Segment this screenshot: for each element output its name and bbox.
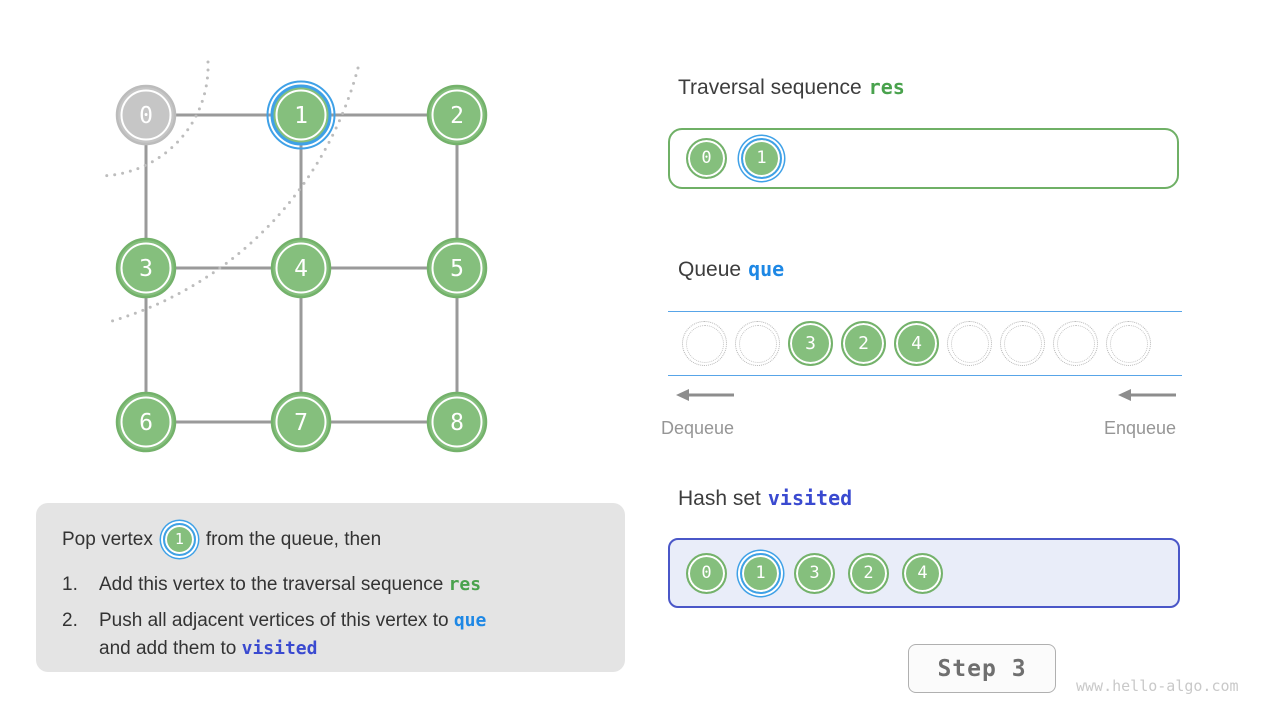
vertex-chip-label: 0 bbox=[701, 148, 712, 168]
code-token-visited: visited bbox=[767, 486, 853, 510]
queue-slot-empty bbox=[1053, 321, 1098, 366]
list-number: 2. bbox=[62, 610, 78, 631]
svg-text:8: 8 bbox=[450, 410, 464, 436]
vertex-chip-label: 3 bbox=[809, 562, 820, 583]
instruction-box: Pop vertex 1 from the queue, then 1. Add… bbox=[36, 503, 625, 672]
watermark: www.hello-algo.com bbox=[1076, 677, 1239, 695]
queue-section-header: Queue que bbox=[678, 257, 784, 282]
svg-text:4: 4 bbox=[294, 256, 308, 282]
queue-slot-empty bbox=[682, 321, 727, 366]
list-number: 1. bbox=[62, 574, 78, 595]
queue-slot-empty bbox=[735, 321, 780, 366]
svg-text:6: 6 bbox=[139, 410, 153, 436]
vertex-chip-4: 4 bbox=[894, 321, 939, 366]
graph-vertex-1: 1 bbox=[266, 80, 336, 150]
bfs-frontier-arc-1 bbox=[98, 60, 210, 178]
instruction-line: Pop vertex 1 from the queue, then bbox=[62, 523, 599, 556]
code-token-que: que bbox=[748, 257, 785, 281]
graph-svg: 0 1 2 3 4 5 6 7 8 bbox=[98, 60, 488, 453]
graph-vertex-7: 7 bbox=[270, 391, 332, 453]
step-button-label: Step 3 bbox=[937, 655, 1027, 682]
visited-section-header: Hash set visited bbox=[678, 486, 852, 511]
queue-strip: 3 2 4 bbox=[668, 311, 1182, 376]
vertex-chip-1: 1 bbox=[740, 552, 781, 594]
vertex-chip-label: 1 bbox=[174, 530, 184, 548]
dequeue-label: Dequeue bbox=[661, 418, 735, 438]
vertex-chip-2: 2 bbox=[841, 321, 886, 366]
svg-text:1: 1 bbox=[294, 103, 308, 129]
svg-text:3: 3 bbox=[139, 256, 153, 282]
queue-slot-empty bbox=[947, 321, 992, 366]
vertex-chip-label: 1 bbox=[756, 148, 767, 168]
vertex-chip-2: 2 bbox=[848, 552, 889, 594]
vertex-chip-label: 4 bbox=[917, 562, 928, 583]
instruction-text: Add this vertex to the traversal sequenc… bbox=[99, 574, 449, 595]
vertex-chip-label: 4 bbox=[911, 332, 922, 354]
visited-section-title: Hash set bbox=[678, 487, 761, 510]
queue-slot-empty bbox=[1000, 321, 1045, 366]
instruction-text: Push all adjacent vertices of this verte… bbox=[99, 610, 454, 631]
instruction-item-1: 1. Add this vertex to the traversal sequ… bbox=[62, 571, 599, 599]
vertex-chip-4: 4 bbox=[902, 552, 943, 594]
graph-vertex-3: 3 bbox=[115, 237, 177, 299]
dequeue-arrow-icon bbox=[676, 389, 734, 401]
instruction-text: from the queue, then bbox=[205, 528, 382, 550]
instruction-text: and add them to bbox=[99, 638, 242, 659]
vertex-chip-3: 3 bbox=[788, 321, 833, 366]
instruction-item-text: Push all adjacent vertices of this verte… bbox=[99, 607, 486, 663]
code-token-res: res bbox=[868, 75, 905, 99]
code-token-visited: visited bbox=[241, 638, 318, 659]
vertex-chip-label: 1 bbox=[755, 562, 766, 583]
queue-slot-empty bbox=[1106, 321, 1151, 366]
visited-box: 0 1 3 2 4 bbox=[668, 538, 1180, 608]
vertex-chip-inline: 1 bbox=[162, 523, 196, 556]
code-token-res: res bbox=[448, 574, 482, 595]
enqueue-label: Enqueue bbox=[1104, 418, 1177, 438]
svg-text:0: 0 bbox=[139, 103, 153, 129]
instruction-item-2: 2. Push all adjacent vertices of this ve… bbox=[62, 607, 599, 663]
vertex-chip-label: 3 bbox=[805, 332, 816, 354]
svg-text:2: 2 bbox=[450, 103, 464, 129]
graph-vertex-5: 5 bbox=[426, 237, 488, 299]
svg-text:5: 5 bbox=[450, 256, 464, 282]
vertex-chip-label: 2 bbox=[858, 332, 869, 354]
vertex-chip-0: 0 bbox=[686, 138, 727, 179]
graph-vertex-8: 8 bbox=[426, 391, 488, 453]
instruction-text: Pop vertex bbox=[62, 528, 153, 550]
vertex-chip-1: 1 bbox=[741, 138, 782, 179]
vertex-chip-3: 3 bbox=[794, 552, 835, 594]
vertex-chip-0: 0 bbox=[686, 552, 727, 594]
res-section-header: Traversal sequence res bbox=[678, 75, 905, 100]
vertex-chip-label: 2 bbox=[863, 562, 874, 583]
vertex-chip-label: 0 bbox=[701, 562, 712, 583]
instruction-item-text: Add this vertex to the traversal sequenc… bbox=[99, 571, 481, 599]
graph-vertex-2: 2 bbox=[426, 84, 488, 146]
step-button[interactable]: Step 3 bbox=[908, 644, 1056, 693]
enqueue-arrow-icon bbox=[1118, 389, 1176, 401]
graph-vertex-0: 0 bbox=[115, 84, 177, 146]
svg-text:7: 7 bbox=[294, 410, 308, 436]
queue-section-title: Queue bbox=[678, 258, 742, 281]
code-token-que: que bbox=[453, 610, 487, 631]
res-section-title: Traversal sequence bbox=[678, 76, 862, 99]
graph-vertex-4: 4 bbox=[270, 237, 332, 299]
graph-vertex-6: 6 bbox=[115, 391, 177, 453]
